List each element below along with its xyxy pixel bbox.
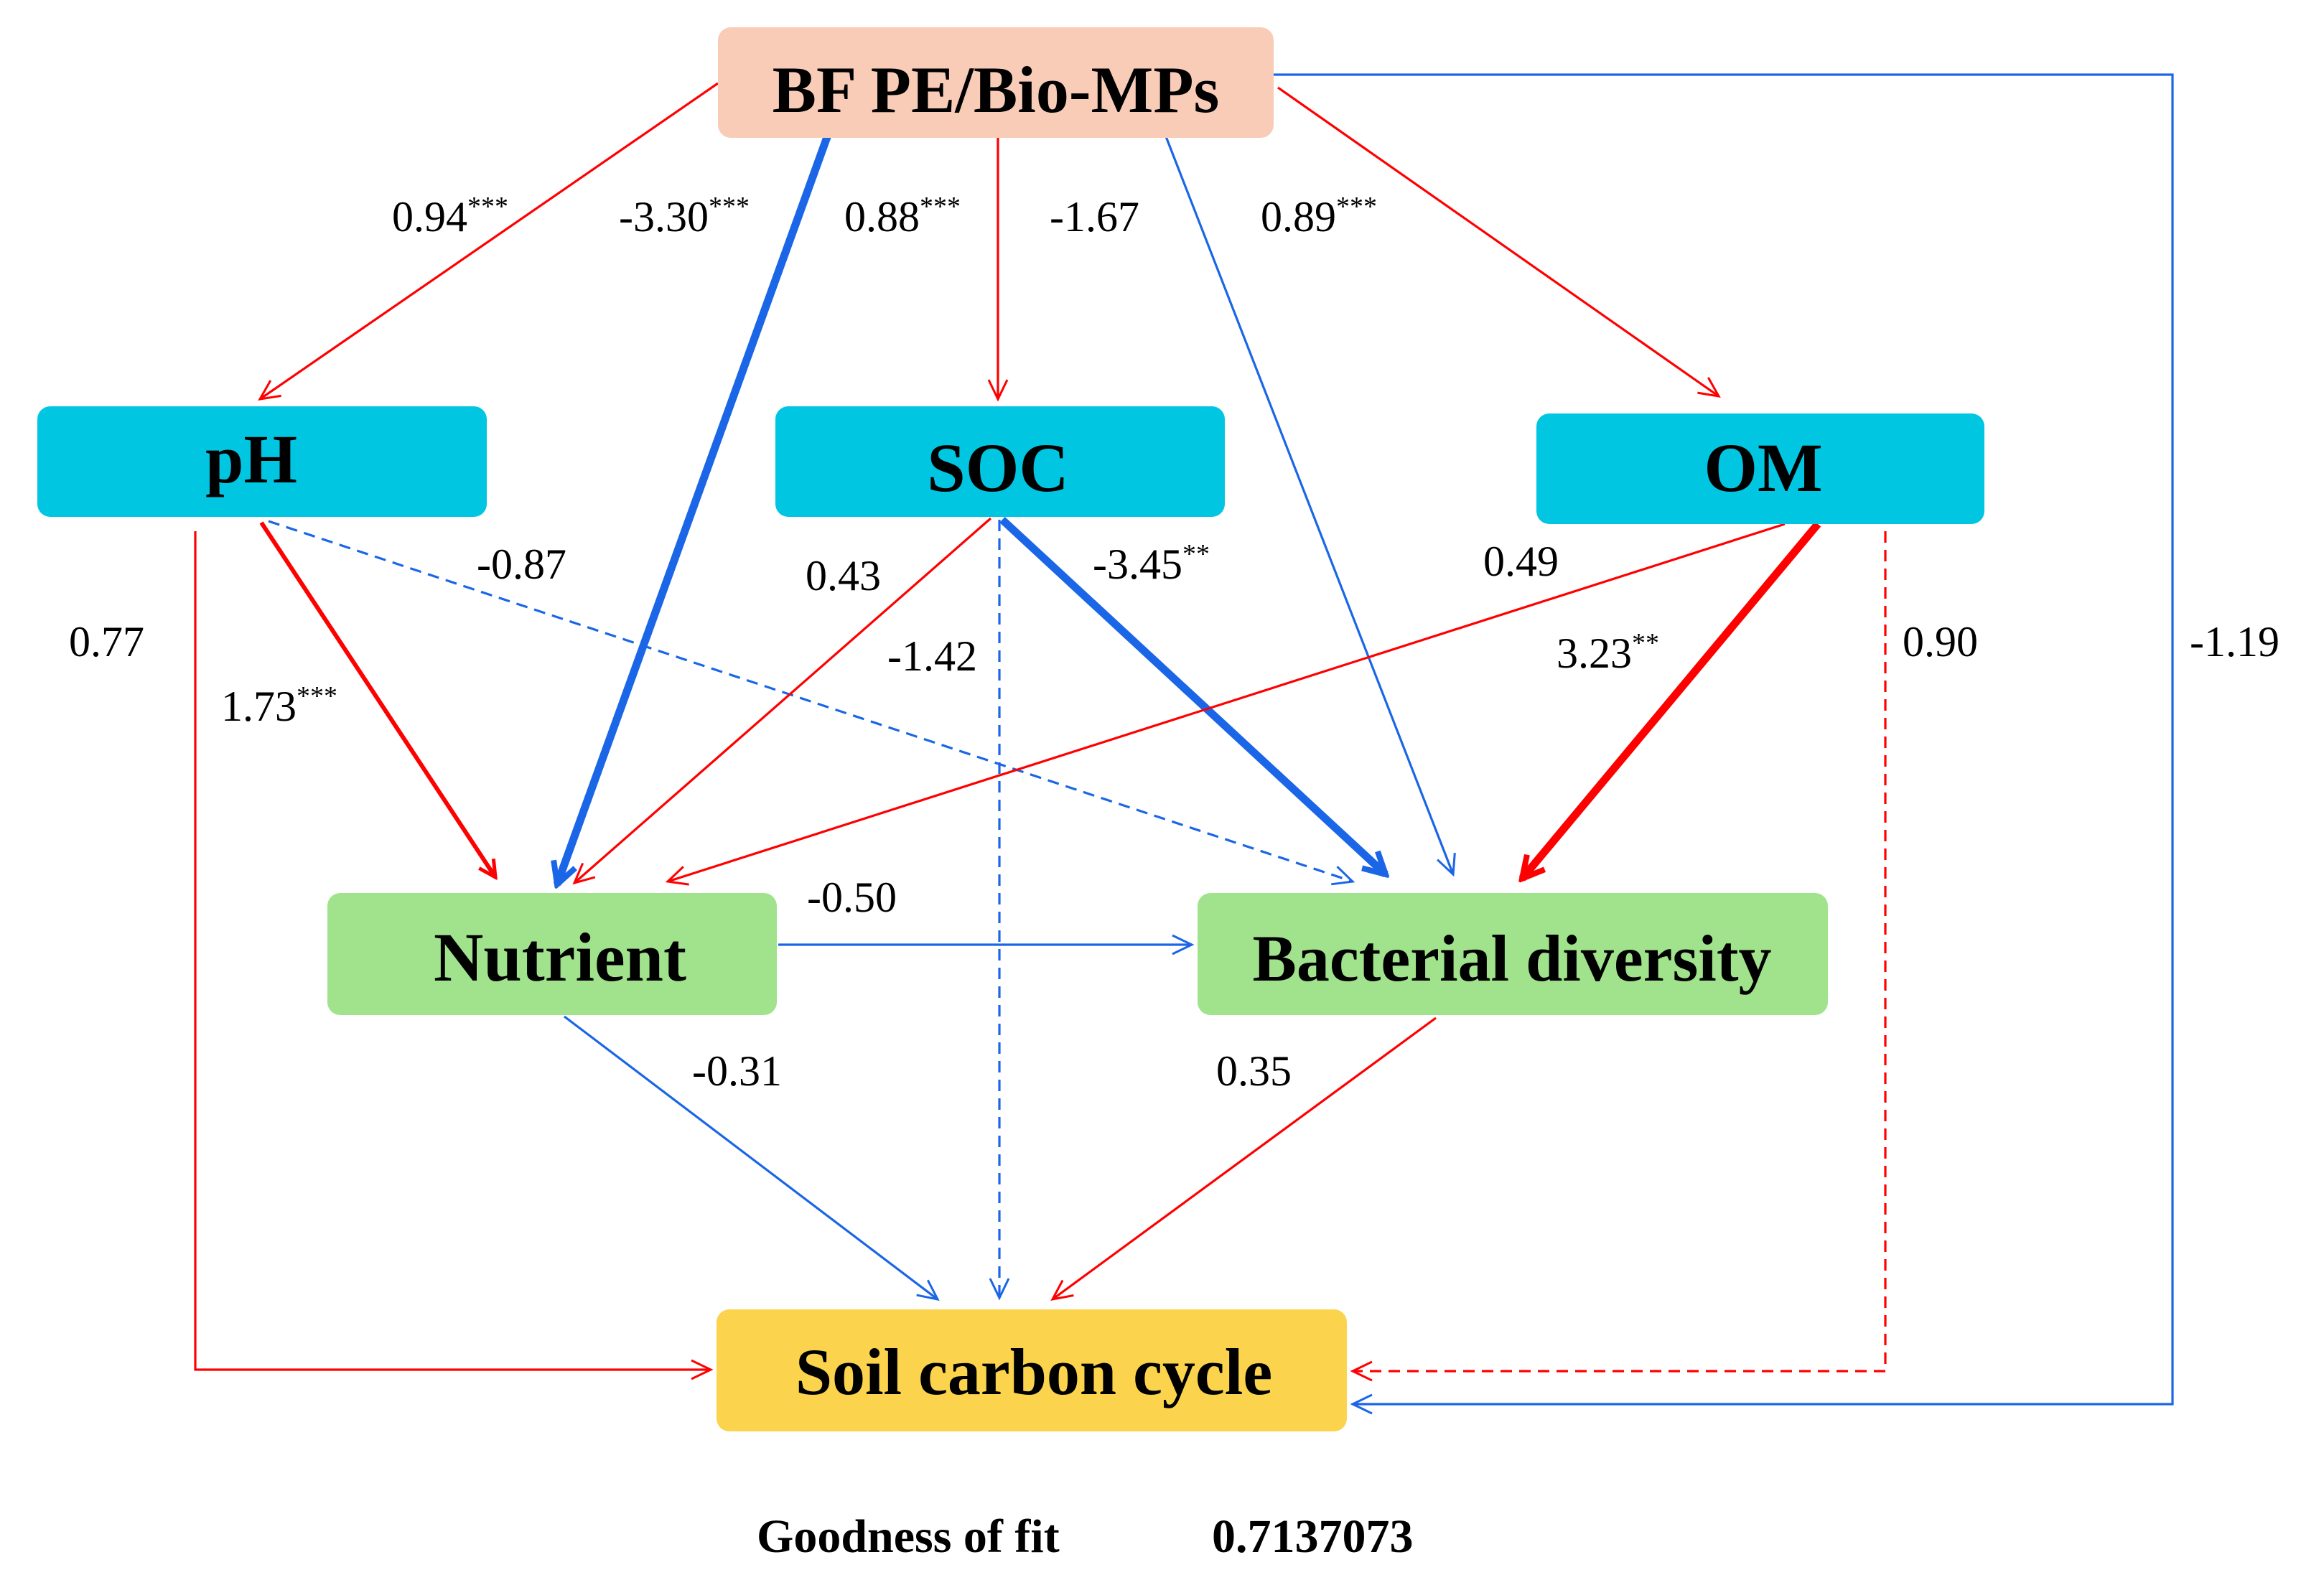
- goodness-of-fit: Goodness of fit 0.7137073: [757, 1510, 1414, 1563]
- node-soc-box: [775, 406, 1225, 517]
- node-bf-box: [718, 27, 1274, 138]
- fit-label: Goodness of fit: [757, 1510, 1060, 1563]
- coef-soc-carbon: -1.42: [887, 632, 977, 680]
- node-ph: pH: [37, 406, 487, 517]
- node-carbon-box: [717, 1309, 1347, 1431]
- node-nutrient: Nutrient: [327, 893, 777, 1015]
- node-carbon: Soil carbon cycle: [717, 1309, 1347, 1431]
- coefficient-labels: 0.94*** -3.30*** 0.88*** -1.67 0.89*** -…: [69, 192, 2279, 1095]
- node-bf-label: BF PE/Bio-MPs: [773, 53, 1220, 126]
- coef-soc-bacterial: -3.45**: [1093, 539, 1210, 588]
- node-bacterial-box: [1198, 893, 1828, 1015]
- node-nutrient-box: [327, 893, 777, 1015]
- node-om-label: OM: [1704, 429, 1822, 506]
- edge-bf-to-nutrient: [557, 128, 834, 884]
- edge-bf-to-om: [1277, 86, 1721, 398]
- node-soc: SOC: [775, 406, 1225, 517]
- edge-bf-to-bacterial: [1162, 128, 1456, 877]
- edge-ph-to-carbon: [194, 531, 714, 1380]
- coef-ph-nutrient: 1.73***: [221, 681, 337, 730]
- coef-bf-carbon: -1.19: [2190, 618, 2279, 665]
- edge-om-to-carbon: [1350, 531, 1887, 1382]
- node-bf: BF PE/Bio-MPs: [718, 27, 1274, 138]
- coef-bf-bacterial: -1.67: [1050, 193, 1139, 240]
- coef-om-carbon: 0.90: [1903, 618, 1978, 665]
- coef-ph-bacterial: -0.87: [477, 541, 566, 588]
- coef-bf-ph: 0.94***: [392, 192, 508, 240]
- edges: [194, 73, 2174, 1415]
- edge-bf-to-carbon: [1272, 73, 2174, 1415]
- fit-value: 0.7137073: [1212, 1510, 1414, 1563]
- nodes: BF PE/Bio-MPs pH SOC OM Nutrient Bacteri…: [37, 27, 1984, 1431]
- coef-om-nutrient: 0.49: [1483, 538, 1559, 585]
- edge-om-to-nutrient: [665, 523, 1786, 886]
- coef-bf-nutrient: -3.30***: [619, 192, 750, 240]
- coef-om-bacterial: 3.23**: [1557, 628, 1659, 677]
- node-ph-box: [37, 406, 487, 517]
- node-ph-label: pH: [205, 421, 297, 497]
- node-bacterial-label: Bacterial diversity: [1252, 922, 1771, 995]
- coef-soc-nutrient: 0.43: [806, 552, 881, 599]
- edge-nutrient-to-carbon: [564, 1015, 940, 1301]
- edge-ph-to-nutrient: [259, 521, 495, 877]
- coef-bf-soc: 0.88***: [844, 192, 961, 240]
- coef-bf-om: 0.89***: [1261, 192, 1377, 240]
- edge-om-to-bacterial: [1522, 521, 1821, 879]
- edge-soc-to-nutrient: [572, 517, 992, 885]
- node-om-box: [1536, 413, 1984, 524]
- edge-bf-to-ph: [258, 82, 719, 401]
- node-soc-label: SOC: [927, 429, 1068, 506]
- node-nutrient-label: Nutrient: [434, 919, 686, 996]
- edge-ph-to-bacterial: [268, 520, 1355, 886]
- edge-bacterial-to-carbon: [1050, 1016, 1437, 1301]
- node-bacterial: Bacterial diversity: [1198, 893, 1828, 1015]
- coef-bacterial-carbon: 0.35: [1216, 1047, 1292, 1095]
- node-carbon-label: Soil carbon cycle: [795, 1335, 1272, 1408]
- coef-nutrient-carbon: -0.31: [692, 1047, 782, 1095]
- edge-soc-to-bacterial: [999, 516, 1386, 874]
- coef-ph-carbon: 0.77: [69, 618, 144, 665]
- coef-nutrient-bacterial: -0.50: [807, 874, 897, 921]
- node-om: OM: [1536, 413, 1984, 524]
